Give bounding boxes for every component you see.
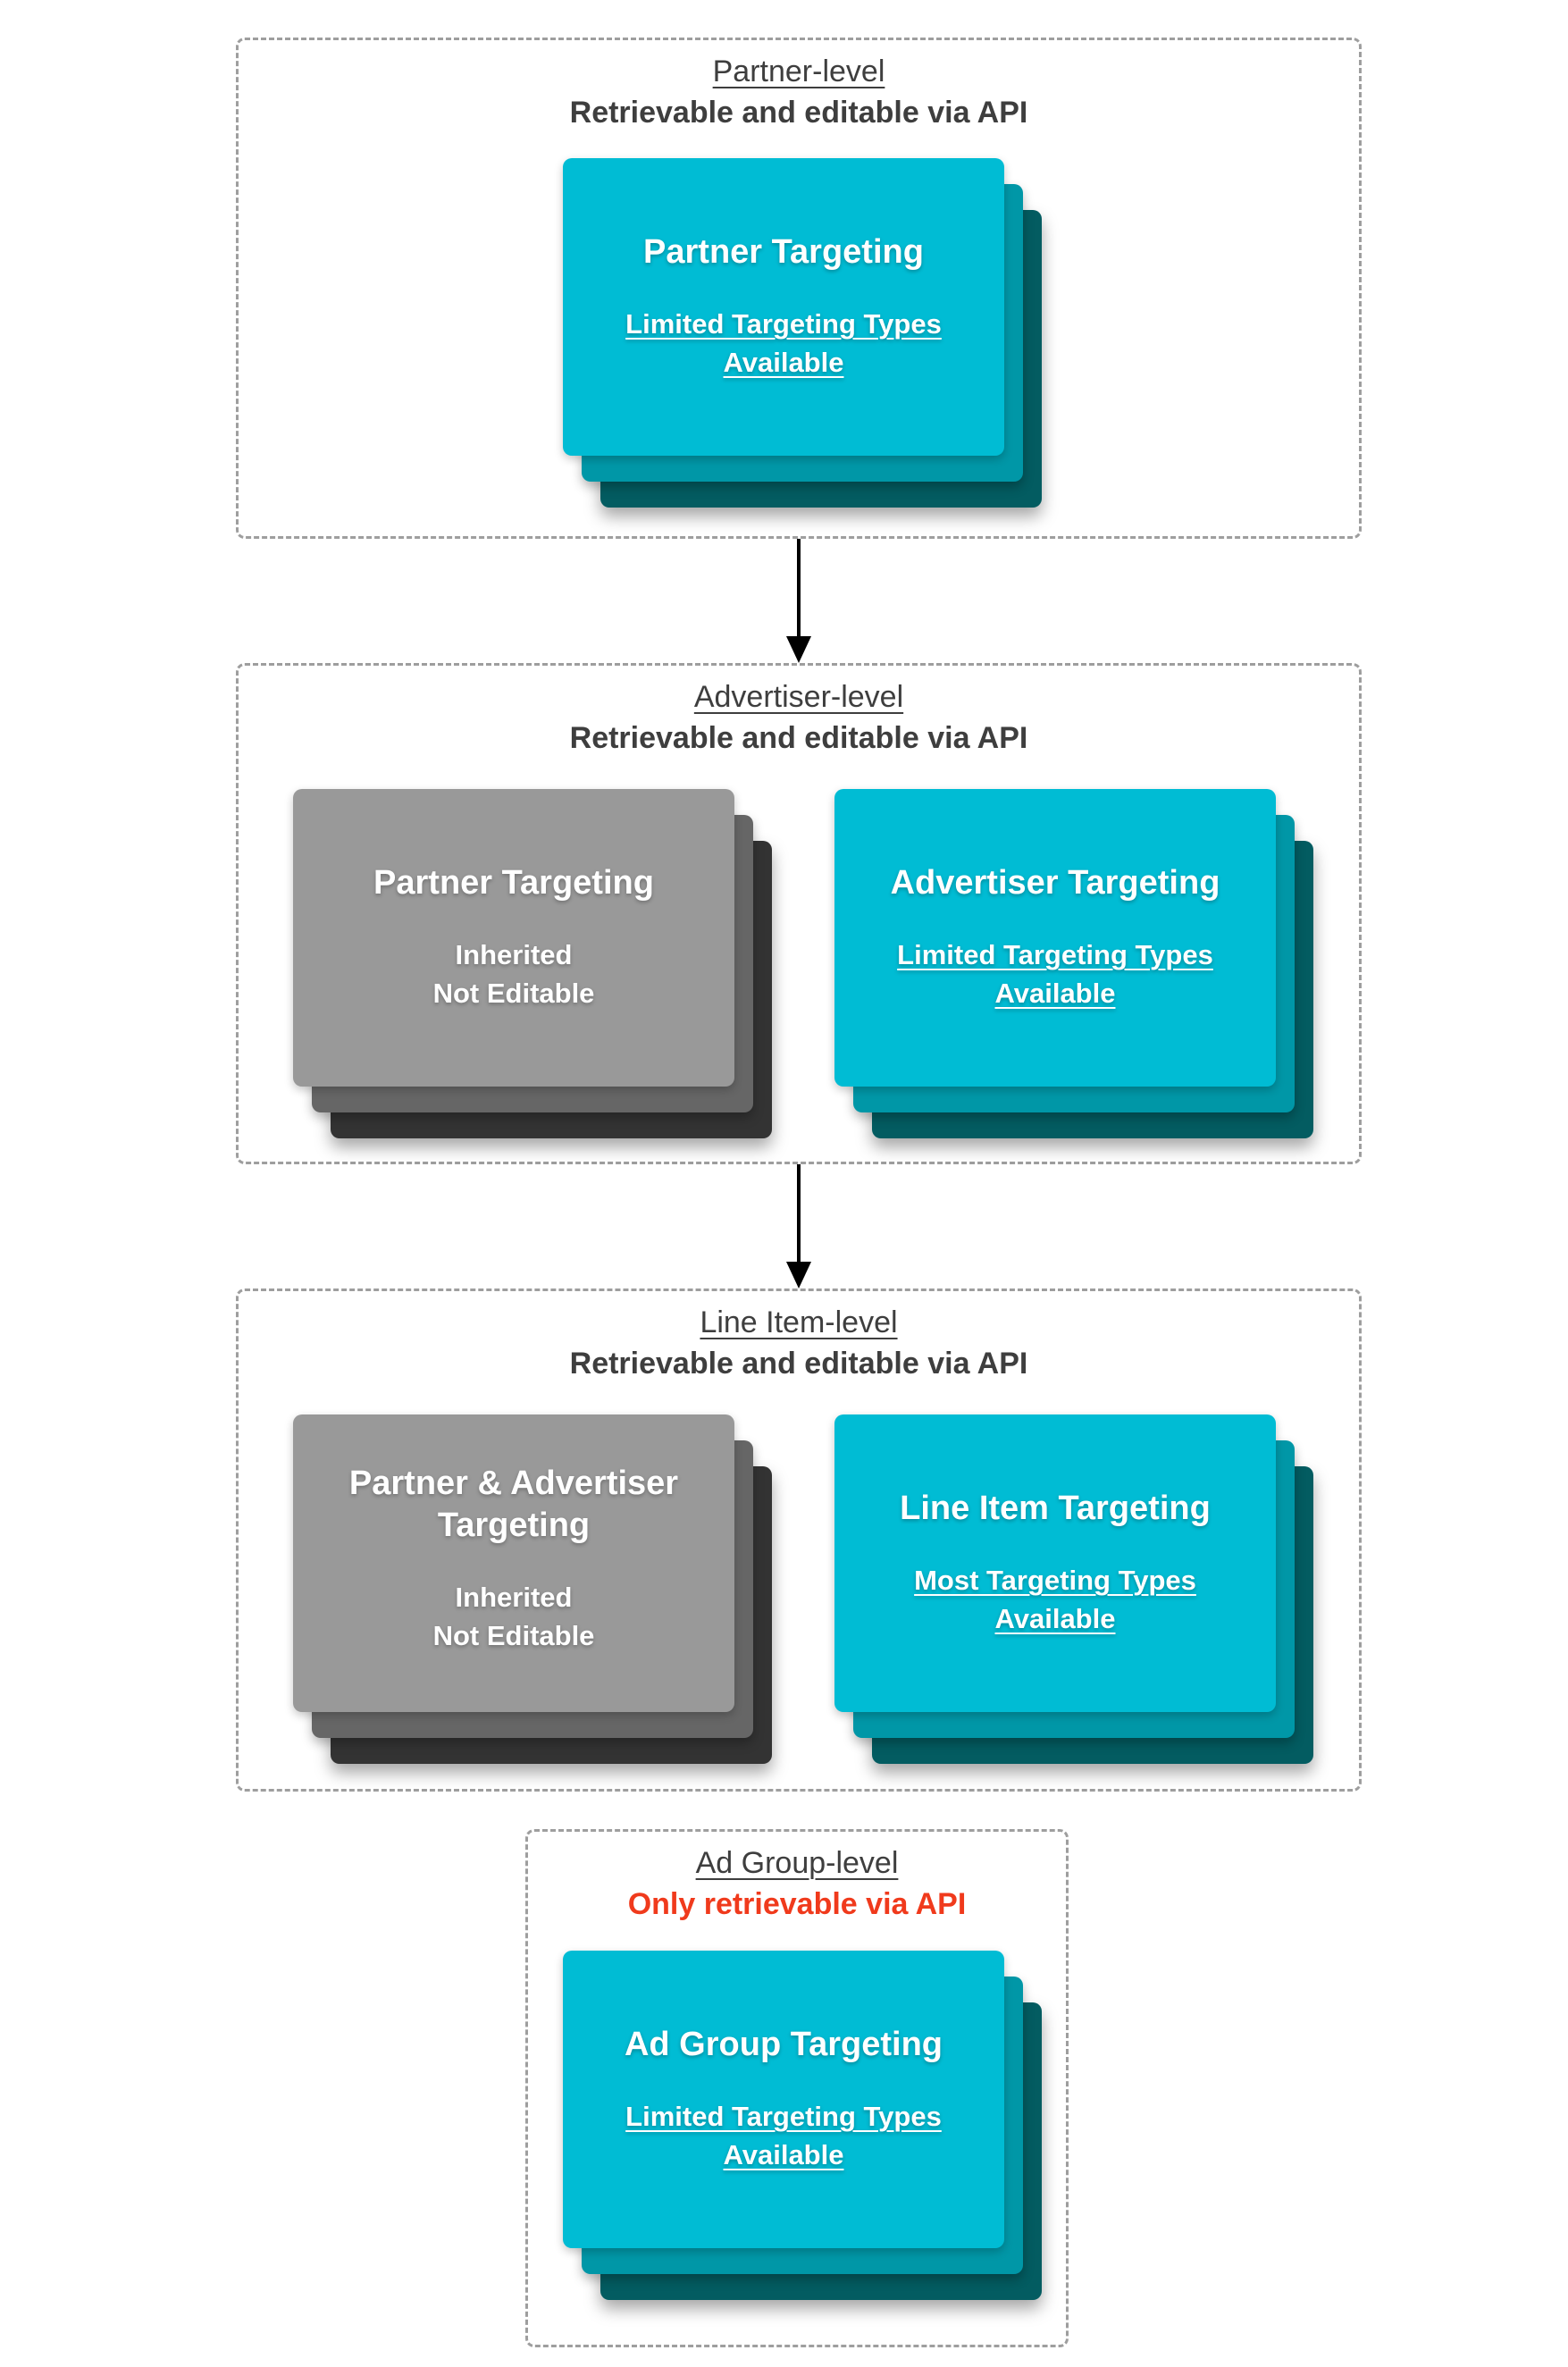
arrow-head <box>786 1262 811 1288</box>
card-inherited-partner-targeting: Partner Targeting Inherited Not Editable <box>293 789 772 1138</box>
card-title: Partner Targeting <box>373 864 654 902</box>
arrow-shaft <box>797 539 801 636</box>
card-title: Advertiser Targeting <box>890 864 1220 902</box>
card-status-lines: Inherited Not Editable <box>342 1579 685 1656</box>
status-line-inherited: Inherited <box>455 1582 573 1614</box>
status-line-inherited: Inherited <box>455 939 573 971</box>
section-subtitle: Retrievable and editable via API <box>569 721 1028 755</box>
card-face <box>293 789 734 1087</box>
card-advertiser-targeting: Advertiser Targeting Limited Targeting T… <box>834 789 1313 1138</box>
section-advertiser-level: Advertiser-level Retrievable and editabl… <box>236 663 1362 1164</box>
section-partner-level: Partner-level Retrievable and editable v… <box>236 38 1362 539</box>
section-subtitle: Retrievable and editable via API <box>569 96 1028 130</box>
card-partner-targeting: Partner Targeting Limited Targeting Type… <box>563 158 1042 508</box>
card-ad-group-targeting: Ad Group Targeting Limited Targeting Typ… <box>563 1951 1042 2300</box>
section-title: Partner-level <box>712 55 885 88</box>
section-title: Ad Group-level <box>695 1846 899 1880</box>
card-face <box>563 1951 1004 2248</box>
arrow-shaft <box>797 1164 801 1262</box>
card-face <box>563 158 1004 456</box>
section-subtitle: Only retrievable via API <box>627 1887 967 1921</box>
card-inherited-partner-advertiser-targeting: Partner & Advertiser Targeting Inherited… <box>293 1414 772 1764</box>
card-content: Line Item Targeting Most Targeting Types… <box>834 1414 1276 1712</box>
card-status-lines: Inherited Not Editable <box>342 936 685 1013</box>
arrow-head <box>786 636 811 663</box>
card-subtitle: Limited Targeting Types Available <box>625 2101 942 2170</box>
card-line-item-targeting: Line Item Targeting Most Targeting Types… <box>834 1414 1313 1764</box>
card-title: Ad Group Targeting <box>624 2026 943 2063</box>
card-content: Partner Targeting Inherited Not Editable <box>293 789 734 1087</box>
card-face <box>293 1414 734 1712</box>
section-ad-group-level: Ad Group-level Only retrievable via API … <box>525 1829 1069 2347</box>
card-title: Partner & Advertiser Targeting <box>348 1465 679 1545</box>
section-title: Line Item-level <box>700 1305 898 1339</box>
card-title: Partner Targeting <box>643 233 924 271</box>
arrow-down-icon <box>786 539 811 663</box>
card-subtitle: Limited Targeting Types Available <box>897 939 1213 1009</box>
card-content: Ad Group Targeting Limited Targeting Typ… <box>563 1951 1004 2248</box>
card-face <box>834 789 1276 1087</box>
card-content: Partner Targeting Limited Targeting Type… <box>563 158 1004 456</box>
card-content: Advertiser Targeting Limited Targeting T… <box>834 789 1276 1087</box>
section-line-item-level: Line Item-level Retrievable and editable… <box>236 1288 1362 1792</box>
card-content: Partner & Advertiser Targeting Inherited… <box>293 1414 734 1712</box>
card-face <box>834 1414 1276 1712</box>
status-line-not-editable: Not Editable <box>432 977 595 1009</box>
arrow-down-icon <box>786 1164 811 1288</box>
card-subtitle: Most Targeting Types Available <box>914 1565 1196 1634</box>
status-line-not-editable: Not Editable <box>432 1619 595 1651</box>
section-title: Advertiser-level <box>693 680 904 714</box>
section-subtitle: Retrievable and editable via API <box>569 1347 1028 1381</box>
card-title: Line Item Targeting <box>900 1490 1211 1527</box>
card-subtitle: Limited Targeting Types Available <box>625 308 942 378</box>
